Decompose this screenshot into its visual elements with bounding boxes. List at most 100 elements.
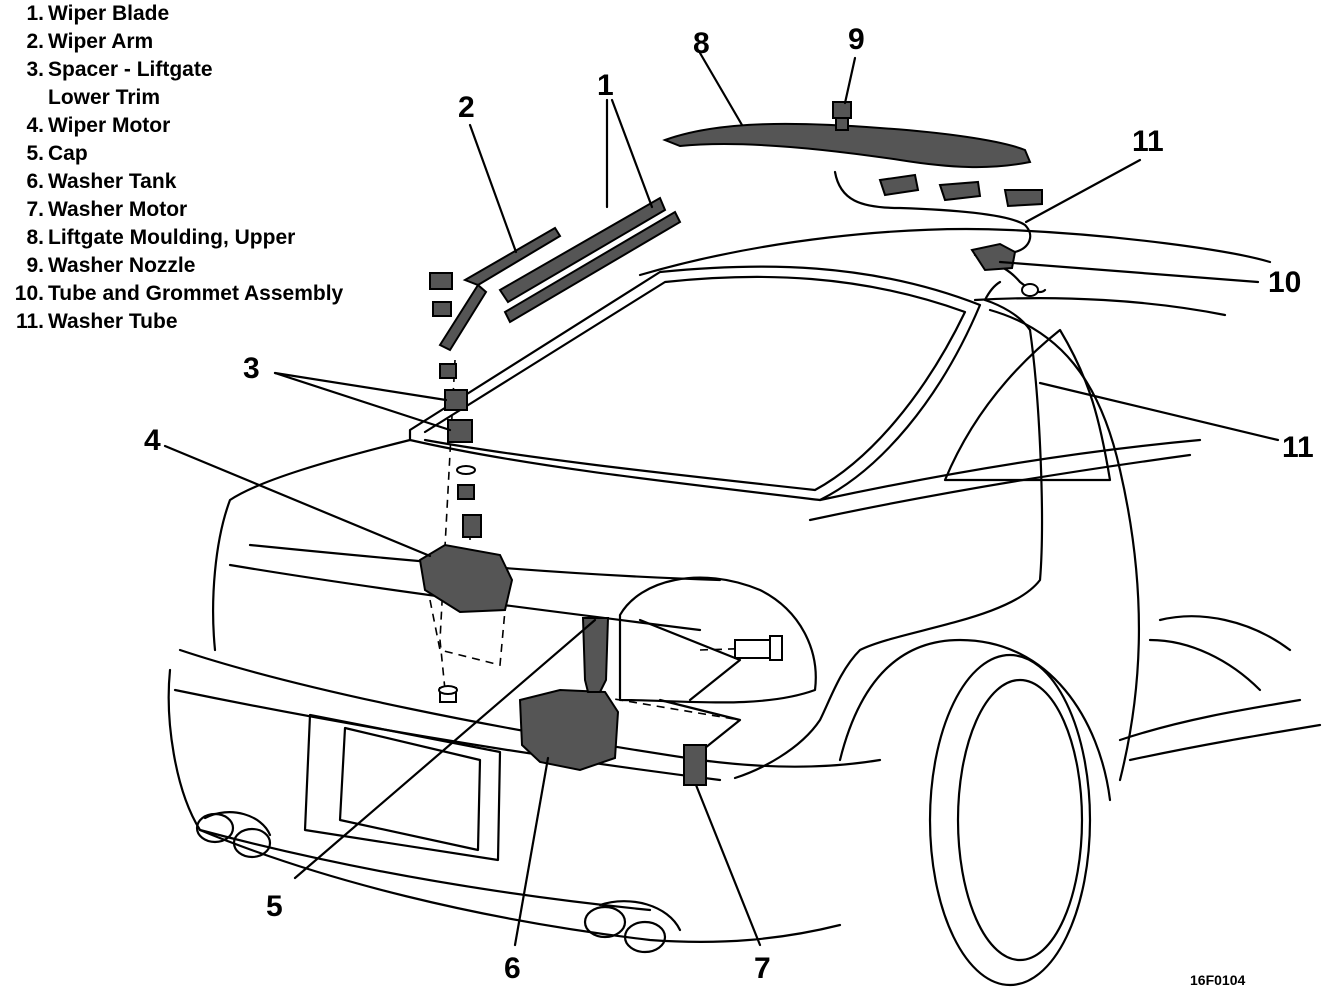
leader-6: [513, 756, 550, 947]
roof-outline: [638, 228, 1272, 277]
callout-3: 3: [243, 352, 260, 385]
leader-3a: [273, 371, 448, 402]
legend-item-number: 3.: [26, 58, 44, 81]
legend-item: 4.Wiper Motor: [0, 114, 170, 138]
moulding-clip-3: [1003, 189, 1043, 208]
legend-item-label: Wiper Motor: [48, 114, 171, 137]
body-side-line-2: [818, 438, 1202, 502]
leader-1b: [610, 98, 654, 209]
callout-7: 7: [754, 952, 771, 985]
legend-item: 6.Washer Tank: [0, 170, 176, 194]
legend-item: 7.Washer Motor: [0, 198, 187, 222]
legend-item: 5.Cap: [0, 142, 88, 166]
decklid-top: [212, 438, 412, 652]
callout-11-upper: 11: [1132, 125, 1164, 158]
legend-item-number: 9.: [26, 254, 44, 277]
callout-6: 6: [504, 952, 521, 985]
legend-item-number: 5.: [26, 142, 44, 165]
legend-item-label: Tube and Grommet Assembly: [48, 282, 344, 305]
rear-window-inner: [423, 275, 967, 492]
figure-code: 16F0104: [1190, 972, 1246, 988]
leader-8: [698, 51, 744, 127]
exhaust-right-2: [623, 920, 667, 954]
rear-wheel: [928, 653, 1092, 987]
legend-item-label: Washer Tube: [48, 310, 178, 333]
legend-item: 8.Liftgate Moulding, Upper: [0, 226, 295, 250]
bumper-side: [173, 688, 722, 782]
legend-item-number: 7.: [26, 198, 44, 221]
leader-3b: [273, 371, 452, 432]
bumper-face: [167, 668, 842, 943]
leader-11a: [1024, 158, 1142, 224]
legend-item-number: 8.: [26, 226, 44, 249]
rear-wheel-inner: [956, 678, 1084, 962]
legend-item-number: 4.: [26, 114, 44, 137]
liftgate-moulding: [662, 122, 1032, 169]
legend-item-label: Cap: [48, 142, 88, 165]
wiper-arm-shaft: [438, 283, 488, 352]
legend-item: 1.Wiper Blade: [0, 2, 169, 26]
side-skirt: [1118, 698, 1322, 762]
callout-2: 2: [458, 91, 475, 124]
exhaust-left-2: [232, 827, 272, 859]
quarter-window: [943, 328, 1112, 482]
legend-item-label: Wiper Blade: [48, 2, 170, 25]
legend-item-label: Lower Trim: [48, 86, 161, 109]
legend-item: 9.Washer Nozzle: [0, 254, 195, 278]
legend-item: 11.Washer Tube: [0, 310, 178, 334]
wiper-motor: [418, 543, 514, 614]
c-pillar: [988, 308, 1141, 782]
washer-motor: [683, 744, 707, 786]
legend-item-number: 2.: [26, 30, 44, 53]
callout-4: 4: [144, 424, 161, 457]
legend-item-label: Washer Nozzle: [48, 254, 196, 277]
roof-rear-line: [973, 297, 1227, 317]
leader-5: [293, 618, 597, 880]
washer-cap: [581, 617, 610, 693]
washer-nozzle: [832, 101, 852, 119]
rear-window: [408, 265, 982, 502]
wiper-arm: [462, 226, 562, 287]
legend-item: 2.Wiper Arm: [0, 30, 153, 54]
exhaust-right-1: [583, 905, 627, 939]
bumper-clip: [734, 639, 771, 659]
taillight-lens: [638, 618, 742, 762]
legend-item: 10.Tube and Grommet Assembly: [0, 282, 343, 306]
callout-1: 1: [597, 69, 614, 102]
callout-8: 8: [693, 27, 710, 60]
spacer-1: [444, 389, 468, 411]
moulding-clip-1: [878, 173, 920, 197]
leader-10: [998, 260, 1260, 284]
washer-tube-upper: [833, 170, 1032, 254]
exhaust-left-1: [195, 812, 235, 844]
legend-item-number: 10.: [14, 282, 44, 305]
washer-tube-path: [733, 328, 1044, 780]
bumper-lower: [198, 828, 652, 912]
leader-4: [163, 444, 432, 558]
legend-item-label: Washer Motor: [48, 198, 188, 221]
legend-item: Lower Trim: [0, 86, 160, 110]
leader-11b: [1038, 381, 1280, 442]
callout-11-lower: 11: [1282, 431, 1314, 464]
callout-10: 10: [1268, 266, 1302, 299]
leader-2: [468, 123, 518, 254]
legend-item: 3.Spacer - Liftgate: [0, 58, 213, 82]
leader-9: [843, 56, 857, 105]
moulding-clip-2: [938, 180, 982, 202]
legend-item-label: Spacer - Liftgate: [48, 58, 213, 81]
spacer-2: [447, 419, 473, 443]
wiper-blade-2: [503, 210, 682, 324]
wiper-blade-1: [498, 196, 667, 304]
leader-7: [694, 783, 762, 947]
callout-9: 9: [848, 23, 865, 56]
legend-item-number: 6.: [26, 170, 44, 193]
washer-tank: [518, 688, 620, 772]
tube-grommet: [970, 242, 1017, 272]
legend-item-label: Wiper Arm: [48, 30, 154, 53]
legend-item-label: Washer Tank: [48, 170, 177, 193]
wheel-arch: [838, 638, 1112, 802]
body-side-line: [808, 453, 1192, 522]
license-plate-recess: [303, 713, 502, 862]
legend-item-number: 11.: [15, 310, 44, 333]
